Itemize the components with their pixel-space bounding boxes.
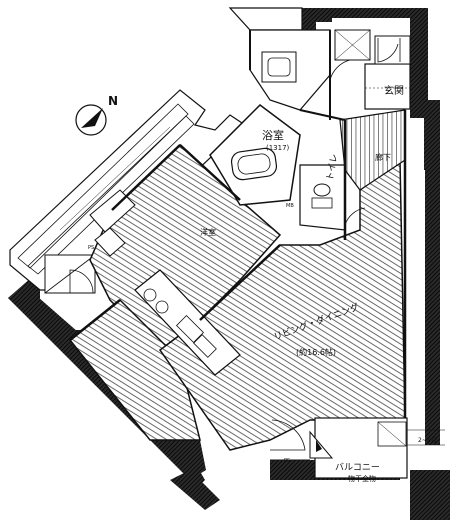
compass: N: [75, 94, 118, 136]
hall-label: 廊下: [375, 152, 391, 162]
ps-mark: PS: [88, 245, 94, 251]
bathroom: [209, 104, 301, 206]
wash-room: [249, 29, 371, 111]
balcony-right-note: 2~1勾: [418, 436, 437, 444]
compass-letter: N: [108, 94, 118, 108]
entrance-area: [364, 35, 411, 110]
left-balcony: [9, 89, 246, 294]
balcony-label: バルコニー: [335, 462, 380, 473]
compass-arrow-icon: [81, 108, 103, 128]
lower-balcony: [270, 417, 445, 479]
toilet-room: [299, 164, 366, 231]
small-marks: PS MB PS 2~1勾: [88, 203, 437, 464]
bath-size-label: (1317): [266, 144, 290, 152]
ps-bottom-mark: PS: [284, 458, 290, 464]
kitchen-counter: [134, 269, 241, 376]
living-size-label: (約16.6帖): [296, 347, 336, 357]
western-label: 洋室: [200, 227, 216, 237]
toilet-label: トイレ: [326, 153, 341, 181]
bath-label: 浴室: [262, 128, 284, 142]
mb-mark: MB: [286, 203, 294, 209]
living-floor: [158, 158, 406, 451]
western-closet: [89, 189, 136, 257]
entrance-label: 玄関: [384, 84, 404, 97]
balcony-note-label: 物干金物: [348, 474, 376, 483]
partitions: [69, 30, 407, 420]
